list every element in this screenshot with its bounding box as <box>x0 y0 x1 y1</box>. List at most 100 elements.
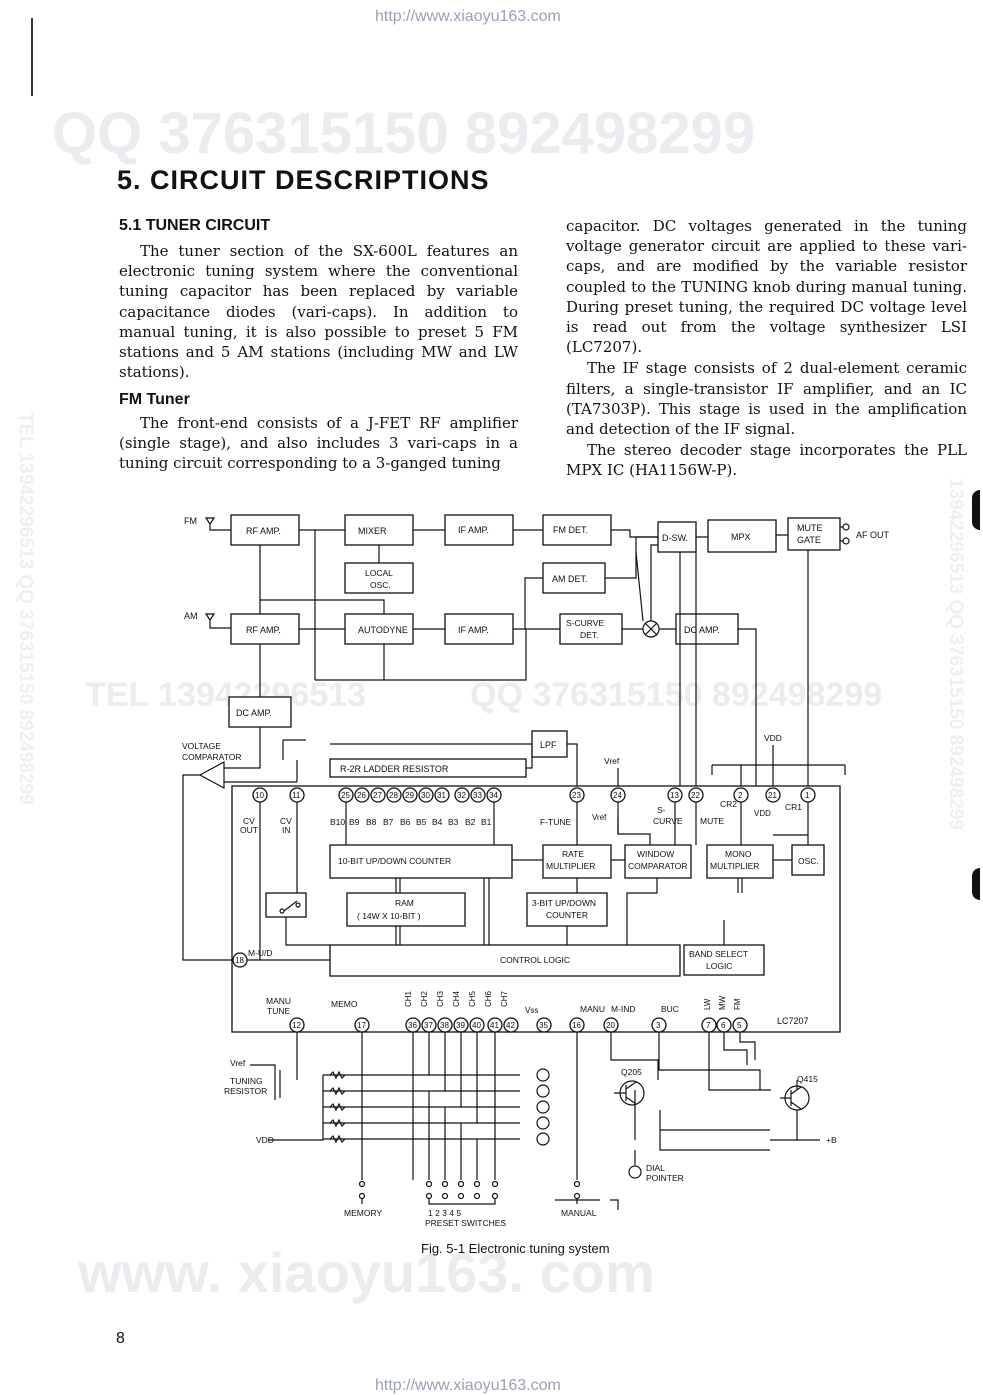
scurve-det-label-1: S-CURVE <box>566 618 604 628</box>
voltage-comparator-label-2: COMPARATOR <box>182 752 242 762</box>
mono-multiplier-label-1: MONO <box>725 849 752 859</box>
svg-text:MW: MW <box>718 995 727 1010</box>
svg-text:38: 38 <box>440 1021 449 1030</box>
svg-text:B9: B9 <box>349 817 360 827</box>
page-number: 8 <box>116 1330 125 1347</box>
bit-labels: B10 B9 B8 B7 B6 B5 B4 B3 B2 B1 <box>330 817 492 827</box>
left-paragraph-1: The tuner section of the SX-600L feature… <box>119 242 518 382</box>
right-paragraph-2: The IF stage consists of 2 dual-element … <box>566 359 967 439</box>
cv-out-label-1: CV <box>243 816 255 826</box>
scurve-det-label-2: DET. <box>580 630 598 640</box>
svg-text:28: 28 <box>389 791 398 800</box>
svg-text:CH3: CH3 <box>436 990 445 1007</box>
vss-label: Vss <box>525 1006 538 1015</box>
buc-label: BUC <box>661 1004 679 1014</box>
fm-if-amp-label: IF AMP. <box>458 525 489 535</box>
footer-url: http://www.xiaoyu163.com <box>375 1377 561 1394</box>
svg-text:10: 10 <box>255 791 264 800</box>
tuning-dc-amp-label: DC AMP. <box>236 708 272 718</box>
svg-text:CH1: CH1 <box>404 990 413 1007</box>
mixer-label: MIXER <box>358 526 387 536</box>
svg-text:CH7: CH7 <box>500 990 509 1007</box>
svg-text:36: 36 <box>408 1021 417 1030</box>
svg-text:6: 6 <box>721 1021 726 1030</box>
mute-gate-box <box>787 517 841 551</box>
ram-box <box>346 892 466 927</box>
band-labels: LW MW FM <box>703 995 742 1010</box>
cr2-label: CR2 <box>720 799 737 809</box>
svg-text:3: 3 <box>656 1021 661 1030</box>
bottom-pins: 12 17 36 37 38 39 40 41 42 35 16 20 3 7 … <box>289 1017 748 1033</box>
counter3-label-1: 3-BIT UP/DOWN <box>532 898 596 908</box>
figure-caption: Fig. 5-1 Electronic tuning system <box>421 1241 610 1256</box>
pin-18 <box>232 952 248 968</box>
fm-label: FM <box>184 516 197 526</box>
channel-labels: CH1 CH2 CH3 CH4 CH5 CH6 CH7 <box>404 990 509 1007</box>
band-select-box <box>683 944 765 976</box>
svg-text:39: 39 <box>456 1021 465 1030</box>
svg-text:B5: B5 <box>416 817 427 827</box>
svg-text:B10: B10 <box>330 817 345 827</box>
supply-bus <box>617 550 846 791</box>
svg-text:42: 42 <box>506 1021 515 1030</box>
local-osc-label-1: LOCAL <box>365 568 393 578</box>
vref-inner-label: Vref <box>592 813 607 822</box>
tuning-resistor-label-1: TUNING <box>230 1076 263 1086</box>
preset-switches-label: PRESET SWITCHES <box>425 1218 506 1228</box>
osc-label: OSC. <box>798 856 819 866</box>
svg-text:B3: B3 <box>448 817 459 827</box>
svg-text:12: 12 <box>292 1021 301 1030</box>
af-out-label: AF OUT <box>856 530 890 540</box>
left-column: The tuner section of the SX-600L feature… <box>119 241 518 473</box>
manual-label: MANUAL <box>561 1208 597 1218</box>
page-title: 5. CIRCUIT DESCRIPTIONS <box>117 165 490 195</box>
memory-label: MEMORY <box>344 1208 382 1218</box>
ic-name-label: LC7207 <box>777 1016 809 1026</box>
right-column: capacitor. DC voltages generated in the … <box>566 216 967 481</box>
svg-text:B8: B8 <box>366 817 377 827</box>
svg-text:11: 11 <box>292 791 301 800</box>
svg-text:37: 37 <box>424 1021 433 1030</box>
voltage-comparator-label-1: VOLTAGE <box>182 741 221 751</box>
rate-multiplier-label-1: RATE <box>562 849 584 859</box>
watermark-middle-left: TEL 13942296513 <box>85 676 367 714</box>
autodyne-label: AUTODYNE <box>358 625 408 635</box>
m-ind-label: M-IND <box>611 1004 636 1014</box>
q205-label: Q205 <box>621 1067 642 1077</box>
mute-gate-label-1: MUTE <box>797 523 823 533</box>
svg-text:35: 35 <box>539 1021 548 1030</box>
manu-tune-label-1: MANU <box>266 996 291 1006</box>
left-paragraph-2: The front-end consists of a J-FET RF amp… <box>119 413 518 473</box>
lpf-label: LPF <box>540 740 557 750</box>
counter3-label-2: COUNTER <box>546 910 588 920</box>
svg-text:CH4: CH4 <box>452 990 461 1007</box>
fm-tuner-heading: FM Tuner <box>119 391 190 409</box>
counter3-box <box>526 892 608 927</box>
watermark-top: QQ 376315150 892498299 <box>52 101 756 166</box>
external-wires <box>250 1032 820 1210</box>
svg-text:17: 17 <box>357 1021 366 1030</box>
vref-top-label: Vref <box>604 756 620 766</box>
scurve-det-box <box>559 613 623 645</box>
am-det-label: AM DET. <box>552 574 588 584</box>
svg-text:41: 41 <box>490 1021 499 1030</box>
cv-switch-symbol <box>279 900 301 914</box>
dial-pointer-label-1: DIAL <box>646 1163 665 1173</box>
manu-label: MANU <box>580 1004 605 1014</box>
fm-rf-amp-label: RF AMP. <box>246 526 281 536</box>
s-curve-label-2: CURVE <box>653 816 683 826</box>
section-heading: 5.1 TUNER CIRCUIT <box>119 217 271 234</box>
svg-text:26: 26 <box>357 791 366 800</box>
mute-pin-label: MUTE <box>700 816 724 826</box>
svg-text:B4: B4 <box>432 817 443 827</box>
cr1-label: CR1 <box>785 802 802 812</box>
svg-text:13: 13 <box>670 791 679 800</box>
mono-multiplier-box <box>706 844 774 879</box>
local-osc-label-2: OSC. <box>370 580 391 590</box>
watermark-side-left: TEL 13942296513 QQ 376315150 892498299 <box>15 412 36 805</box>
svg-text:29: 29 <box>405 791 414 800</box>
window-comparator-label-1: WINDOW <box>637 849 674 859</box>
f-tune-label: F-TUNE <box>540 817 571 827</box>
svg-text:CH2: CH2 <box>420 990 429 1007</box>
